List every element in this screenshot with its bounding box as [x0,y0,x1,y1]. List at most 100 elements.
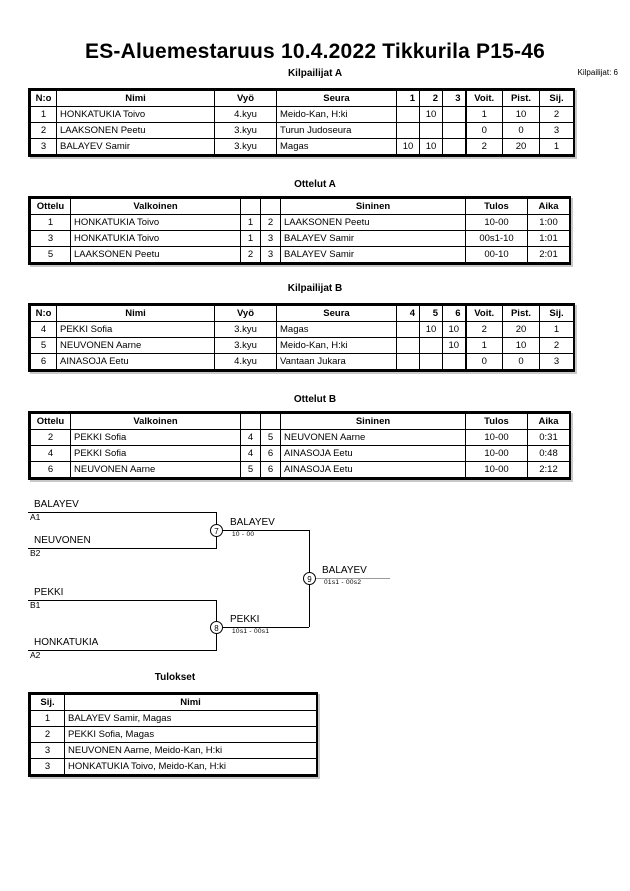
bracket-entry-name-4: HONKATUKIA [34,637,99,648]
cell-match: 6 [30,461,71,478]
cell-rank: 2 [539,106,574,123]
cell-score-2: 10 [419,138,443,155]
col-result: Tulos [465,413,528,430]
col-time: Aika [527,413,570,430]
cell-blue-no: 5 [260,429,281,446]
cell-points: 10 [502,106,540,123]
cell-blue-no: 6 [260,445,281,462]
bracket-semifinal-2-winner: PEKKI [230,614,260,625]
cell-score-6: 10 [442,337,466,354]
table-row: 6 AINASOJA Eetu 4.kyu Vantaan Jukara 0 0… [30,353,574,370]
cell-name: NEUVONEN Aarne [56,337,215,354]
cell-no: 5 [30,337,57,354]
cell-result: 10-00 [465,214,528,231]
cell-wins: 0 [464,353,503,370]
cell-score-3 [442,106,466,123]
cell-blue: BALAYEV Samir [280,246,466,263]
bracket-line-entry-3 [28,600,216,601]
cell-time: 2:01 [527,246,570,263]
cell-score-1 [396,106,420,123]
cell-belt: 4.kyu [214,106,277,123]
bracket-entry-seed-3: B1 [30,600,41,610]
cell-match: 3 [30,230,71,247]
col-club: Seura [276,305,397,322]
col-rank: Sij. [539,305,574,322]
col-rank: Sij. [30,694,65,711]
col-white: Valkoinen [70,198,241,215]
cell-belt: 3.kyu [214,138,277,155]
col-no: N:o [30,90,57,107]
cell-belt: 4.kyu [214,353,277,370]
table-row: 5 NEUVONEN Aarne 3.kyu Meido-Kan, H:ki 1… [30,337,574,354]
cell-name: HONKATUKIA Toivo [56,106,215,123]
cell-rank: 1 [539,138,574,155]
col-match: Ottelu [30,198,71,215]
table-row: 1 BALAYEV Samir, Magas [30,710,317,727]
table-row: 3 BALAYEV Samir 3.kyu Magas 10 10 2 20 1 [30,138,574,155]
col-club: Seura [276,90,397,107]
cell-white: HONKATUKIA Toivo [70,230,241,247]
cell-result: 10-00 [465,445,528,462]
pool-a-table: N:o Nimi Vyö Seura 1 2 3 Voit. Pist. Sij… [28,88,575,157]
table-row: 2 LAAKSONEN Peetu 3.kyu Turun Judoseura … [30,122,574,139]
cell-name: PEKKI Sofia [56,321,215,338]
col-points: Pist. [502,305,540,322]
cell-rank: 1 [30,710,65,727]
table-header-row: Ottelu Valkoinen Sininen Tulos Aika [30,198,570,215]
table-row: 2 PEKKI Sofia, Magas [30,726,317,743]
col-belt: Vyö [214,90,277,107]
cell-no: 2 [30,122,57,139]
cell-white: HONKATUKIA Toivo [70,214,241,231]
table-row: 3 HONKATUKIA Toivo, Meido-Kan, H:ki [30,758,317,775]
pool-b-table: N:o Nimi Vyö Seura 4 5 6 Voit. Pist. Sij… [28,303,575,372]
tournament-bracket: BALAYEV A1 NEUVONEN B2 7 BALAYEV 10 - 00… [0,495,630,675]
col-name: Nimi [56,90,215,107]
cell-score-1 [396,122,420,139]
cell-blue: NEUVONEN Aarne [280,429,466,446]
col-opponent-2: 2 [419,90,443,107]
cell-belt: 3.kyu [214,122,277,139]
cell-wins: 0 [464,122,503,139]
bracket-line-semifinal-2 [223,627,309,628]
matches-b-caption: Ottelut B [293,394,337,405]
cell-name: NEUVONEN Aarne, Meido-Kan, H:ki [64,742,317,759]
cell-score-5 [419,353,443,370]
table-header-row: Ottelu Valkoinen Sininen Tulos Aika [30,413,570,430]
col-no: N:o [30,305,57,322]
table-row: 1 HONKATUKIA Toivo 4.kyu Meido-Kan, H:ki… [30,106,574,123]
col-belt: Vyö [214,305,277,322]
cell-blue-no: 6 [260,461,281,478]
cell-score-4 [396,353,420,370]
col-blue: Sininen [280,198,466,215]
cell-white: PEKKI Sofia [70,429,241,446]
cell-blue-no: 3 [260,230,281,247]
cell-score-4 [396,337,420,354]
col-rank: Sij. [539,90,574,107]
cell-wins: 1 [464,337,503,354]
cell-name: AINASOJA Eetu [56,353,215,370]
cell-score-5 [419,337,443,354]
bracket-entry-name-2: NEUVONEN [34,535,91,546]
cell-result: 00s1-10 [465,230,528,247]
cell-rank: 3 [539,122,574,139]
cell-belt: 3.kyu [214,337,277,354]
cell-white-no: 5 [240,461,261,478]
cell-result: 00-10 [465,246,528,263]
col-wins: Voit. [464,90,503,107]
col-result: Tulos [465,198,528,215]
cell-result: 10-00 [465,429,528,446]
cell-blue: AINASOJA Eetu [280,445,466,462]
cell-club: Turun Judoseura [276,122,397,139]
cell-club: Magas [276,321,397,338]
bracket-line-entry-1 [28,512,216,513]
bracket-entry-seed-1: A1 [30,512,41,522]
col-white-no [240,198,261,215]
cell-club: Meido-Kan, H:ki [276,337,397,354]
cell-time: 1:01 [527,230,570,247]
results-table: Sij. Nimi 1 BALAYEV Samir, Magas 2 PEKKI… [28,692,318,777]
cell-score-2: 10 [419,106,443,123]
cell-rank: 2 [30,726,65,743]
cell-wins: 1 [464,106,503,123]
bracket-semifinal-1-winner: BALAYEV [230,517,275,528]
table-header-row: N:o Nimi Vyö Seura 1 2 3 Voit. Pist. Sij… [30,90,574,107]
